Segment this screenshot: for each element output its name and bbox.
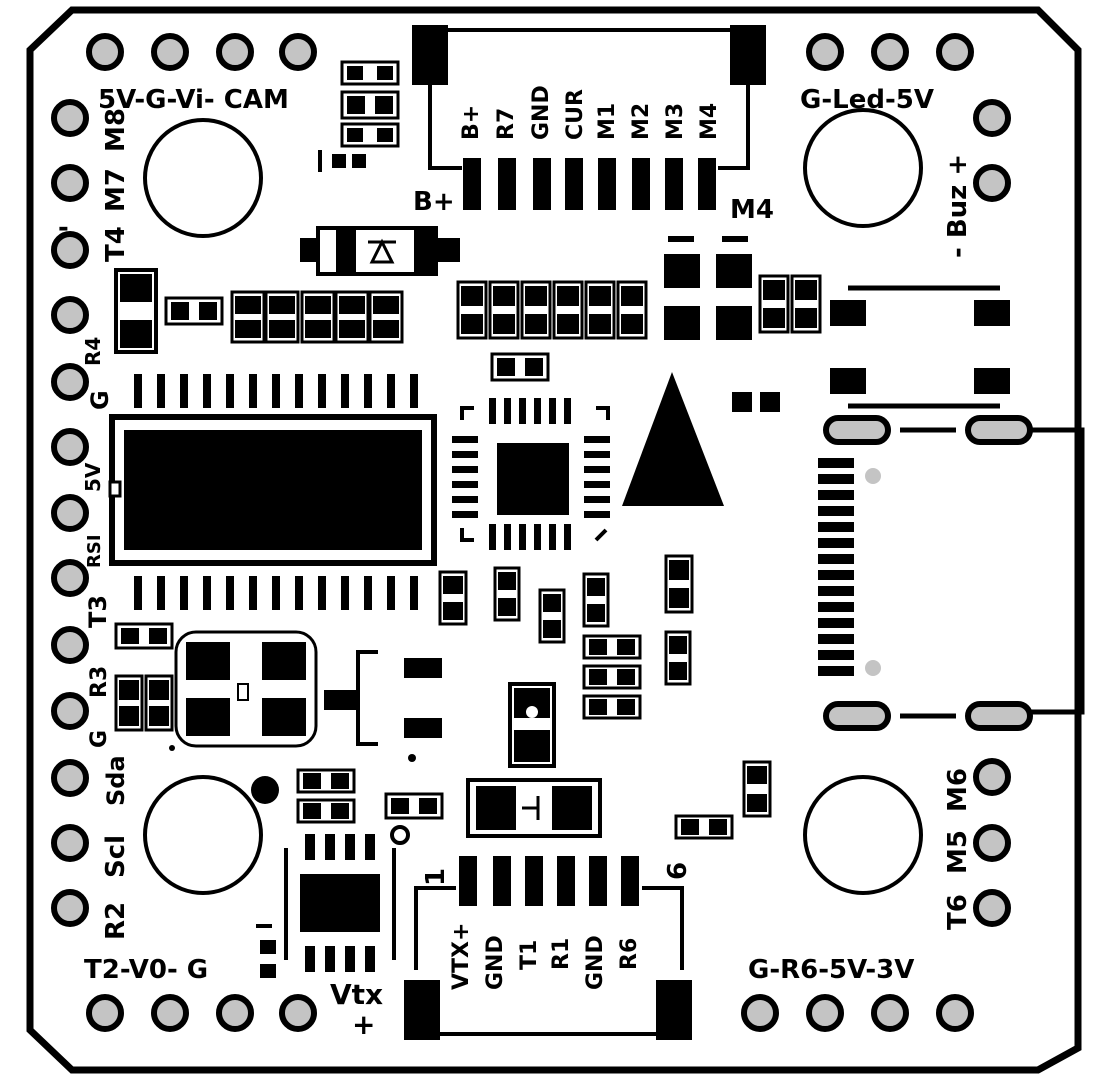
label-buz: - Buz + (943, 154, 973, 258)
vtx-pin-4: R1 (549, 938, 574, 970)
diode (300, 226, 460, 276)
label-bat-plus: B+ (413, 187, 455, 217)
pads-right-column (973, 99, 1011, 927)
mount-hole-top-right (803, 108, 923, 228)
esc-pin-6: M2 (629, 103, 654, 140)
label-dash: - (58, 213, 69, 243)
pads-bottom-left (86, 994, 317, 1032)
vtx-pin-5: GND (583, 935, 608, 990)
pads-top-left (86, 33, 317, 71)
voltage-regulator (324, 650, 442, 762)
pads-top-right (806, 33, 974, 71)
tantalum-cap-bottom (466, 778, 602, 838)
orientation-arrow (622, 372, 724, 506)
label-bottom-right: G-R6-5V-3V (748, 955, 914, 985)
tantalum-cap-middle (508, 682, 556, 768)
label-m8: M8 (101, 108, 131, 152)
label-t3: T3 (84, 595, 112, 628)
vtx-pin-labels: VTX+ GND T1 R1 GND R6 (449, 923, 642, 990)
esc-pin-4: CUR (563, 89, 588, 140)
mount-hole-bottom-left (143, 775, 263, 895)
inductor (174, 630, 318, 748)
smd-cluster-middle (438, 554, 694, 720)
vtx-pin-3: T1 (517, 940, 542, 970)
esc-pin-2: R7 (494, 108, 519, 140)
label-g-2: G (87, 730, 112, 748)
resistor-array-right (456, 280, 648, 340)
vtx-pin-6: R6 (617, 938, 642, 970)
label-t4: T4 (101, 226, 131, 262)
pads-bottom-right (741, 994, 974, 1032)
label-vtx-plus: + (352, 1008, 375, 1041)
usb-connector (818, 285, 1085, 731)
esc-pin-8: M4 (697, 103, 722, 140)
esc-connector (412, 25, 766, 210)
smd-top-cluster (318, 60, 400, 172)
label-m4: M4 (730, 195, 774, 225)
mount-hole-bottom-right (803, 775, 923, 895)
vtx-pin-1: VTX+ (449, 923, 474, 990)
label-sda: Sda (102, 755, 130, 806)
esc-pin-labels: B+ R7 GND CUR M1 M2 M3 M4 (459, 85, 722, 140)
vtx-connector (404, 856, 692, 1040)
label-r2: R2 (101, 902, 131, 940)
tantalum-cap-left (114, 268, 158, 354)
mcu-chip (452, 398, 610, 550)
mosfet-top-right (664, 236, 822, 412)
smd-resistor-left (164, 296, 224, 326)
esc-pin-5: M1 (595, 103, 620, 140)
label-r4: R4 (81, 337, 105, 366)
large-ic-left (108, 374, 437, 610)
smd-lower-pairs (296, 760, 772, 840)
vtx-pin-2: GND (483, 935, 508, 990)
label-pin-6: 6 (663, 862, 693, 880)
label-top-left: 5V-G-Vi- CAM (98, 85, 289, 115)
label-rsi: RSI (84, 534, 105, 568)
label-scl: Scl (101, 835, 131, 878)
label-top-right: G-Led-5V (800, 85, 934, 115)
esc-pin-1: B+ (459, 105, 484, 140)
label-m6: M6 (943, 768, 973, 812)
label-g-1: G (86, 390, 114, 410)
smd-resistor-mid (490, 352, 550, 382)
label-r3: R3 (87, 666, 112, 698)
vtx-ic (256, 825, 410, 978)
label-bottom-left: T2-V0- G (84, 955, 208, 985)
label-t6: T6 (943, 894, 973, 930)
mount-hole-top-left (143, 118, 263, 238)
esc-pin-3: GND (529, 85, 554, 140)
smd-left-lower (114, 622, 175, 751)
pads-left-column (51, 99, 89, 927)
label-5v: 5V (81, 462, 105, 492)
label-m5: M5 (943, 830, 973, 874)
label-vtx: Vtx (330, 978, 383, 1011)
resistor-array-left (230, 290, 404, 344)
esc-pin-7: M3 (663, 103, 688, 140)
fiducial-dot (251, 776, 279, 804)
label-pin-1: 1 (421, 868, 451, 886)
label-m7: M7 (101, 168, 131, 212)
